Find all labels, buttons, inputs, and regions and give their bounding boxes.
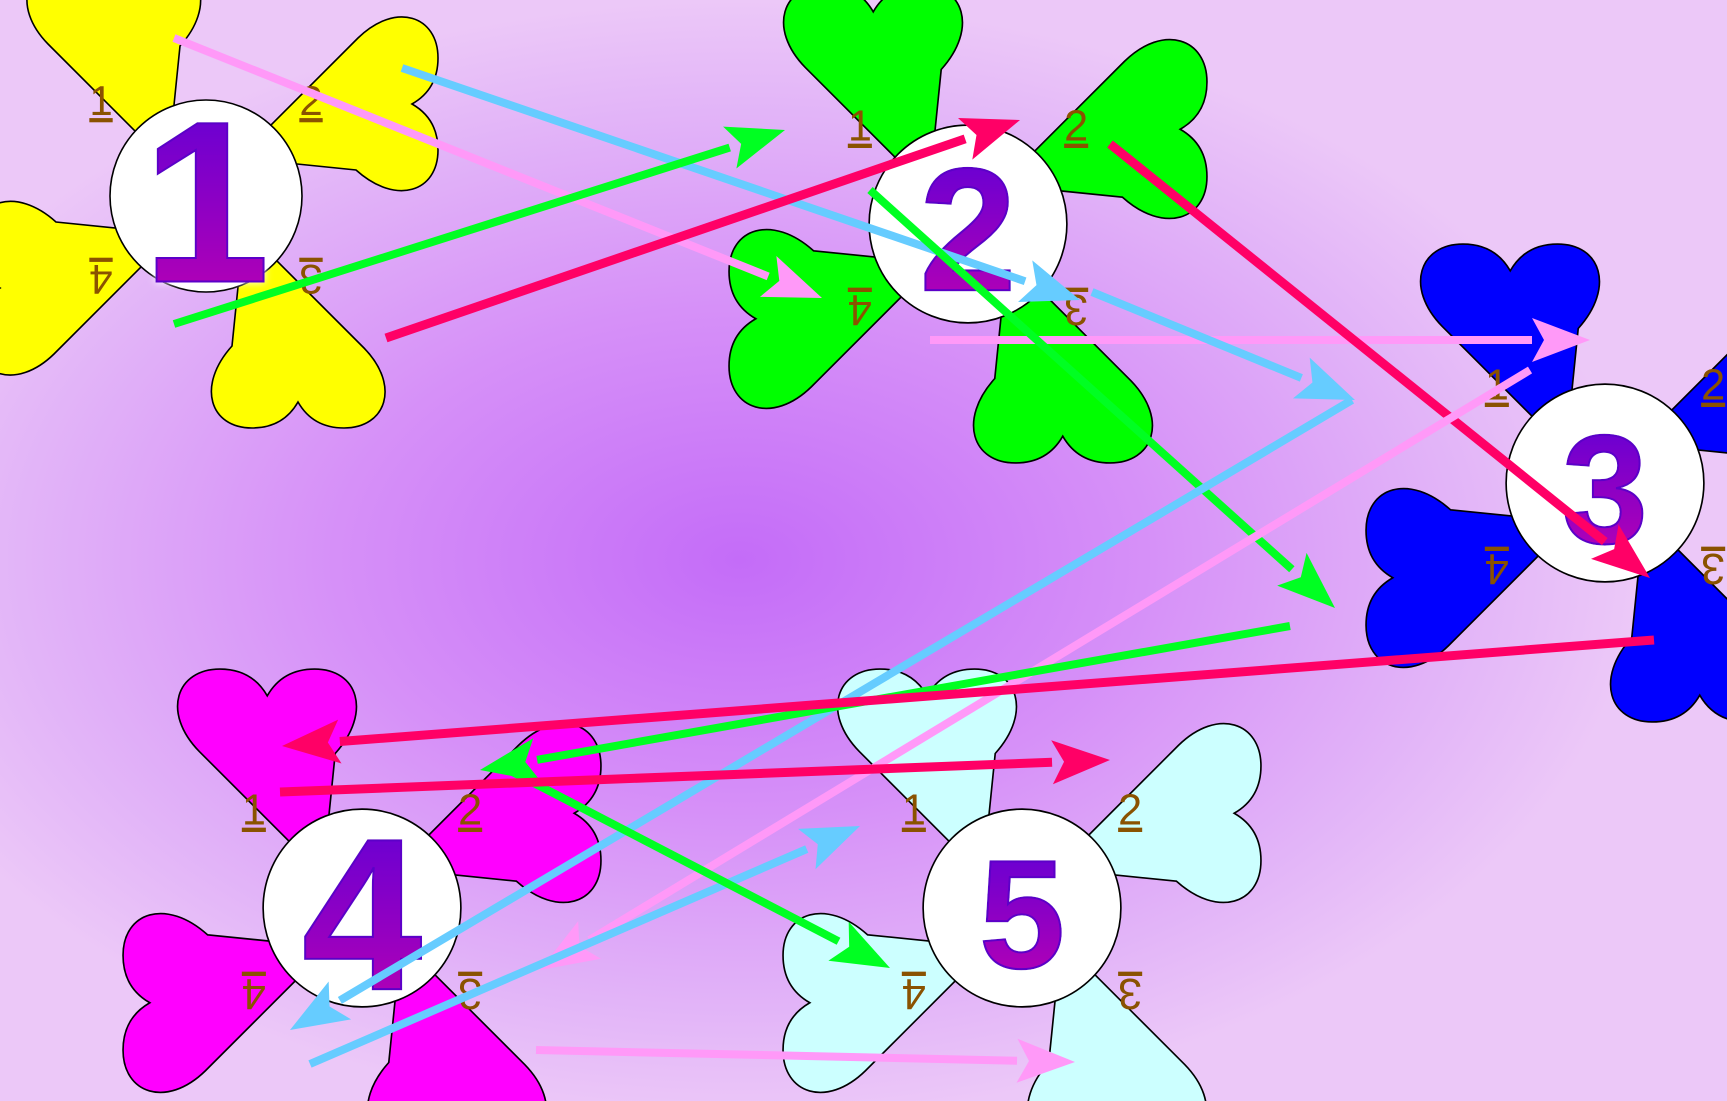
group-number-1: 1 xyxy=(142,74,270,331)
petal-label-5-1: 1 xyxy=(902,787,926,835)
flower-group-1: 12341 xyxy=(0,0,438,428)
petal-label-3-2: 2 xyxy=(1701,362,1725,410)
petal-label-4-2: 2 xyxy=(458,787,482,835)
arrow-shaft xyxy=(536,1050,1017,1061)
petal-label-3-3: 3 xyxy=(1701,544,1725,592)
petal-label-1-1: 1 xyxy=(89,77,112,124)
petal-label-4-1: 1 xyxy=(242,787,266,835)
petal-label-2-2: 2 xyxy=(1064,103,1088,151)
petal-label-1-2: 2 xyxy=(299,77,322,124)
arrow-shaft xyxy=(870,190,1292,569)
arrow-head xyxy=(1293,358,1355,400)
arrow-head xyxy=(1051,740,1110,784)
group-number-5: 5 xyxy=(979,828,1065,1001)
flower-group-5: 1 2 3 4 5 xyxy=(783,669,1261,1101)
petal-label-5-4: 4 xyxy=(902,969,926,1017)
petal-label-1-4: 4 xyxy=(89,256,112,303)
petal-label-3-4: 4 xyxy=(1485,544,1509,592)
arrow-head xyxy=(723,127,785,169)
petal-label-5-3: 3 xyxy=(1118,969,1142,1017)
petal-label-2-4: 4 xyxy=(848,285,872,333)
group-number-2: 2 xyxy=(919,132,1016,328)
petal-label-2-1: 1 xyxy=(848,103,872,151)
petal-label-4-4: 4 xyxy=(242,969,266,1017)
arrow-shaft xyxy=(1092,292,1301,378)
arrow-head xyxy=(798,826,860,869)
petal-label-5-2: 2 xyxy=(1118,787,1142,835)
group-number-3: 3 xyxy=(1562,403,1648,576)
